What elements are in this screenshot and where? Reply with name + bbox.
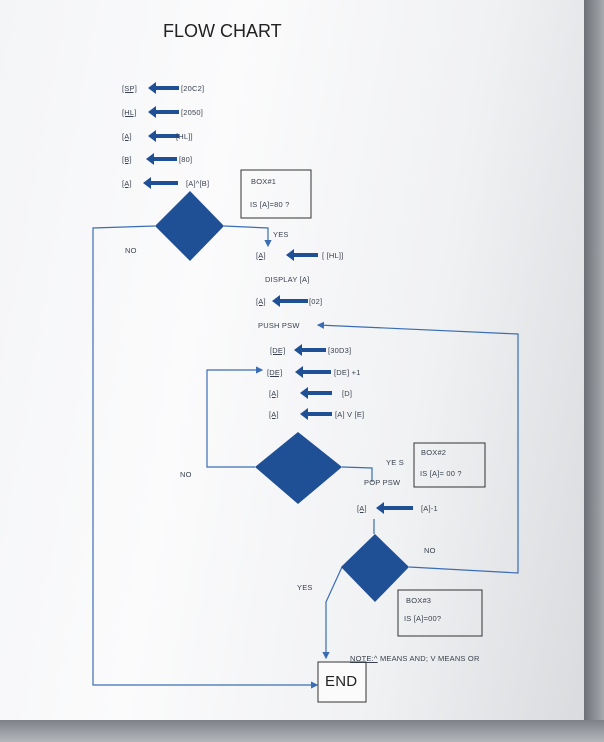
arrow-a-or — [300, 408, 332, 420]
dest-de-1: [DE] — [270, 346, 286, 355]
src-30d3: [30D3] — [328, 346, 352, 355]
src-de-inc: [DE] +1 — [334, 368, 361, 377]
background-floor — [0, 720, 604, 742]
box2-title: BOX#2 — [421, 448, 447, 457]
no3-line — [316, 321, 519, 574]
src-a-or-e: [A] V [E] — [335, 410, 365, 419]
yes3-line — [322, 566, 343, 660]
loop1-line — [206, 366, 264, 468]
chart-title: FLOW CHART — [163, 21, 282, 41]
arrow-a — [148, 130, 179, 142]
src-2050: [2050] — [181, 108, 204, 117]
src-d: [D] — [342, 389, 353, 398]
decision1-no: NO — [125, 246, 137, 255]
arrow-de-30d3 — [294, 344, 326, 356]
src-hl: [HL]] — [176, 132, 193, 141]
box2-question: IS [A]= 00 ? — [420, 469, 462, 478]
decision3-yes: YES — [297, 583, 313, 592]
paper-sheet — [0, 0, 584, 720]
src-02: [02] — [309, 297, 323, 306]
note-label: NOTE:^ — [350, 654, 378, 663]
decision3-diamond — [341, 534, 409, 602]
arrow-a-02 — [272, 295, 308, 307]
src-80: [80] — [179, 155, 193, 164]
connector-lines — [92, 225, 519, 689]
dest-a: [A] — [122, 132, 132, 141]
decision2-no: NO — [180, 470, 192, 479]
arrow-de-inc — [295, 366, 331, 378]
box1-title: BOX#1 — [251, 177, 277, 186]
arrow-a-d — [300, 387, 332, 399]
assignment-arrows-mid — [272, 249, 413, 514]
box2-frame — [413, 442, 486, 488]
arrow-hl — [148, 106, 179, 118]
dest-a2: [A] — [122, 179, 132, 188]
box3-frame — [397, 589, 483, 637]
box1-frame — [240, 169, 312, 219]
decision1-diamond — [155, 191, 224, 261]
note-text: MEANS AND; V MEANS OR — [379, 654, 480, 663]
pop-psw: POP PSW — [364, 478, 401, 487]
dest-a-02: [A] — [256, 297, 266, 306]
box3-title: BOX#3 — [406, 596, 432, 605]
end-box — [317, 661, 367, 703]
dest-a-hl: [A] — [256, 251, 266, 260]
src-hl-indirect: [ [HL]] — [322, 251, 344, 260]
decision2-diamond — [255, 432, 342, 504]
arrow-a-xor — [143, 177, 178, 189]
decision3-no: NO — [424, 546, 436, 555]
background-edge — [584, 0, 604, 742]
yes2-line — [341, 466, 373, 482]
decision1-yes: YES — [273, 230, 289, 239]
assignment-arrows-top — [143, 82, 179, 189]
src-a-minus-1: [A]-1 — [421, 504, 438, 513]
dest-sp: [SP] — [122, 84, 137, 93]
dest-a-or: [A] — [269, 410, 279, 419]
box3-question: IS [A]=00? — [404, 614, 442, 623]
arrow-sp — [148, 82, 179, 94]
box1-question: IS [A]=80 ? — [250, 200, 290, 209]
no1-line — [92, 225, 319, 689]
dest-a-d: [A] — [269, 389, 279, 398]
dest-hl: [HL] — [122, 108, 137, 117]
dest-de-2: [DE] — [267, 368, 283, 377]
yes1-line — [223, 225, 272, 248]
end-label: END — [325, 673, 358, 690]
push-psw: PUSH PSW — [258, 321, 300, 330]
display-a: DISPLAY [A] — [265, 275, 310, 284]
dest-b: [B] — [122, 155, 132, 164]
dest-a-dec: [A] — [357, 504, 367, 513]
arrow-dec — [376, 502, 413, 514]
arrow-a-hl — [286, 249, 318, 261]
note: NOTE:^ MEANS AND; V MEANS OR — [350, 654, 480, 663]
arrow-b — [146, 153, 177, 165]
src-20c2: [20C2] — [181, 84, 205, 93]
src-a-xor-b: [A]^[B] — [186, 179, 210, 188]
decision2-yes: YE S — [386, 458, 404, 467]
